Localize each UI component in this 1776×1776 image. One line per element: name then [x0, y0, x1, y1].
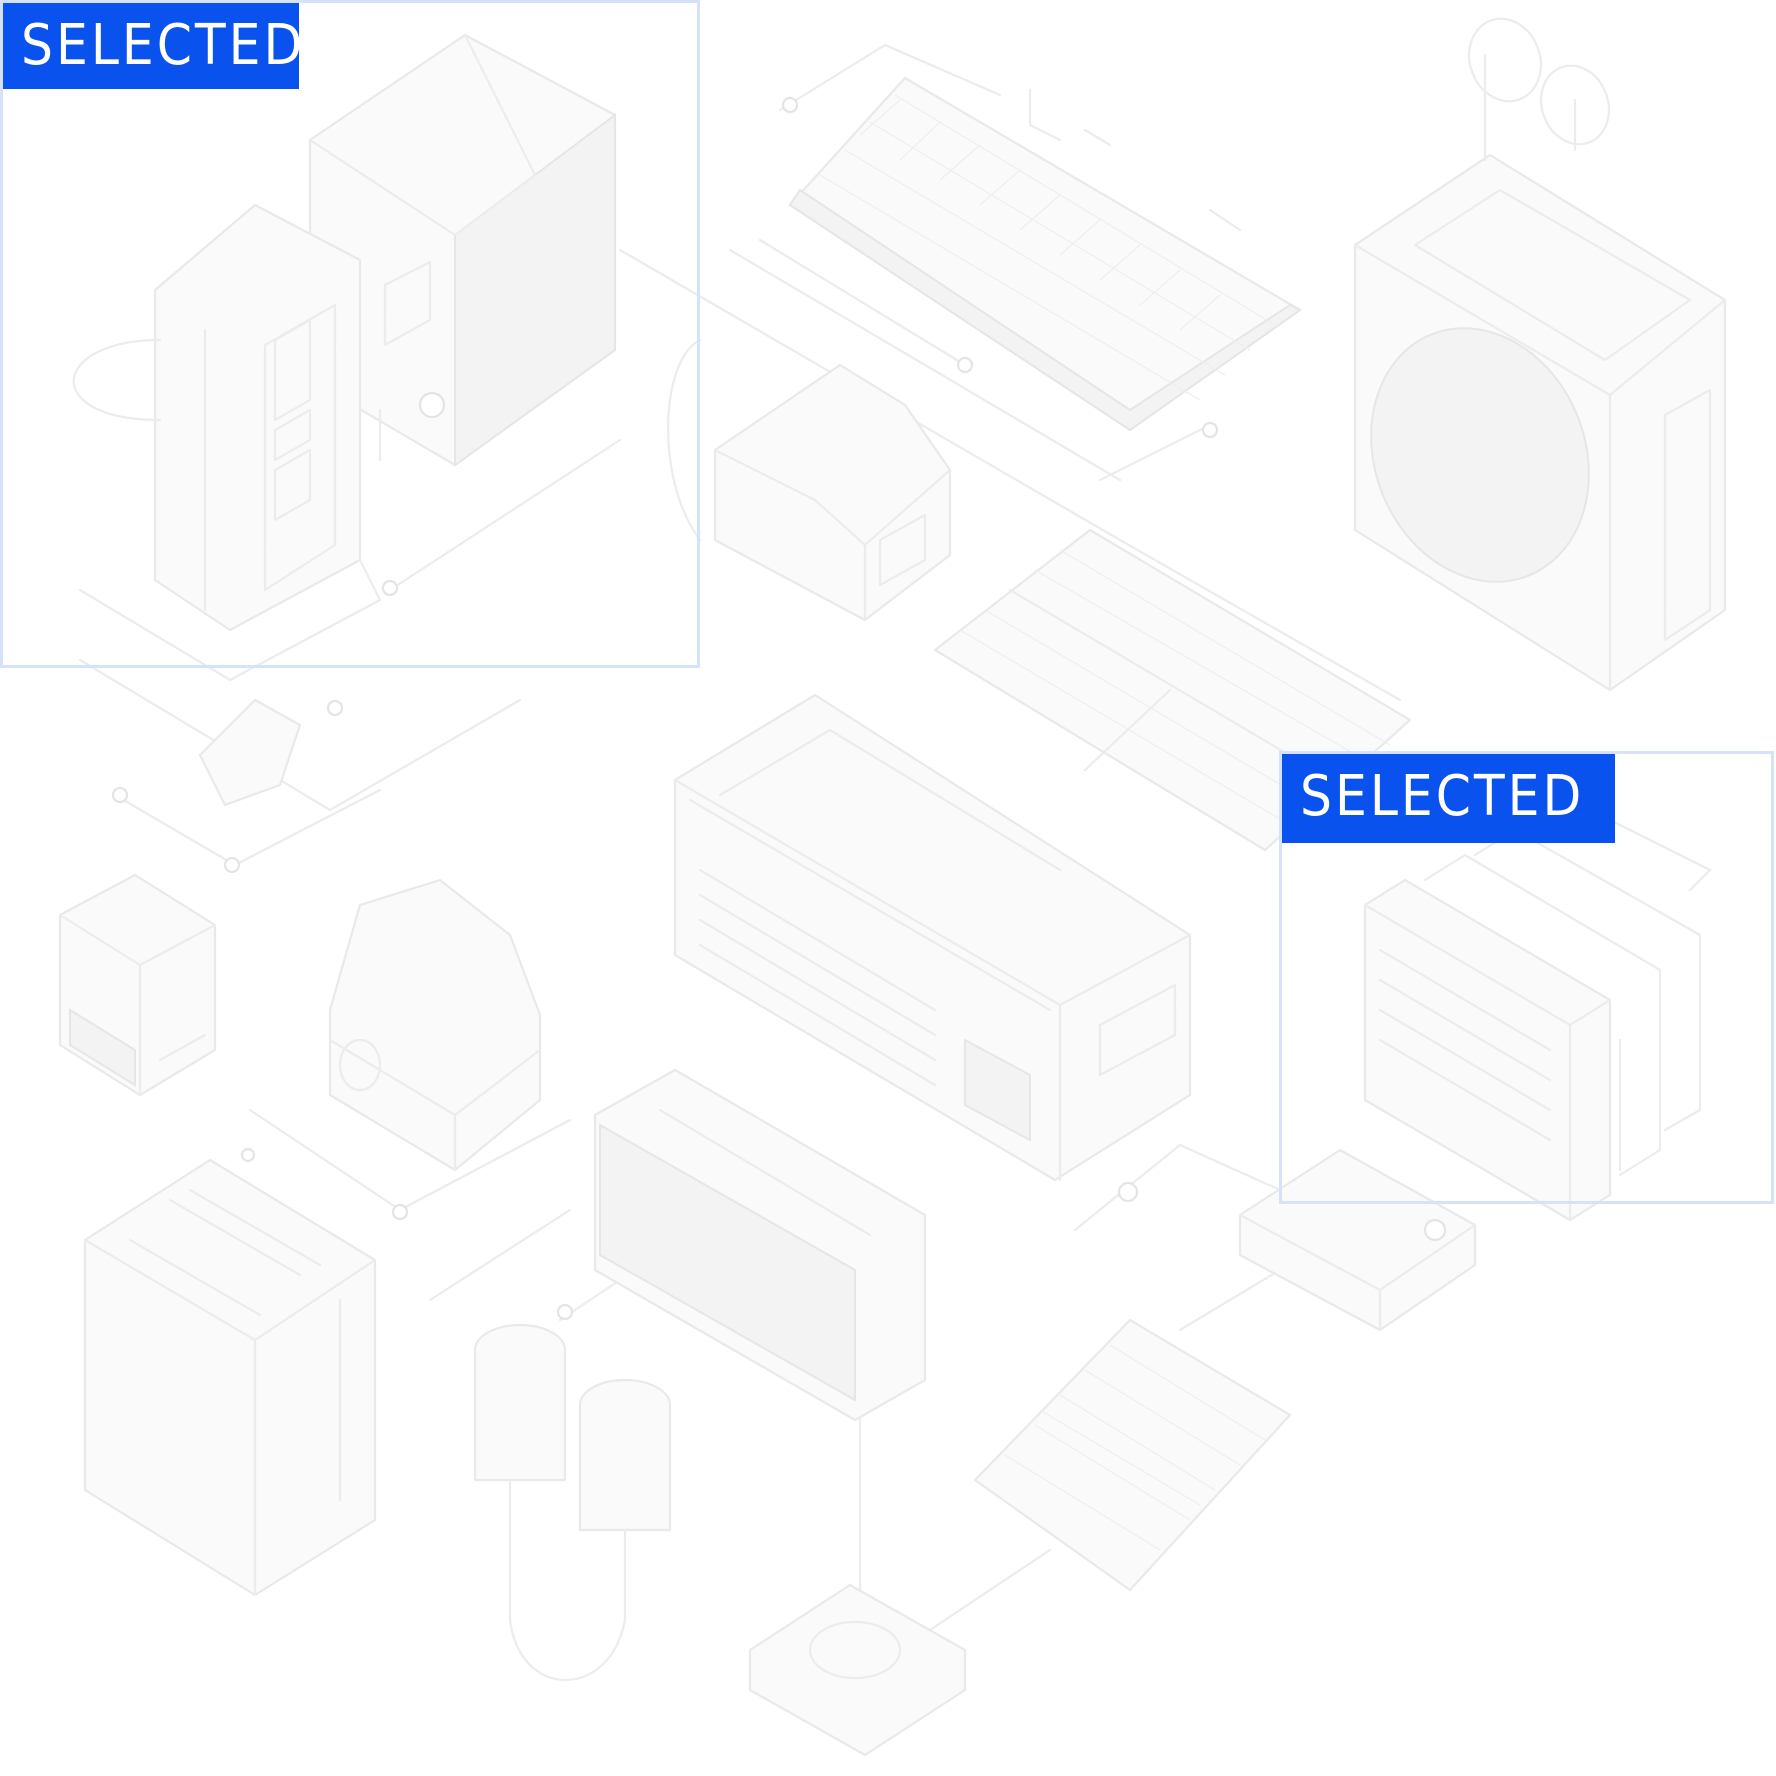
- selection-label: SELECTED: [1282, 754, 1615, 843]
- selection-box-top-left[interactable]: SELECTED: [0, 0, 700, 668]
- selection-label: SELECTED: [3, 3, 302, 89]
- selection-box-right[interactable]: SELECTED: [1279, 751, 1774, 1204]
